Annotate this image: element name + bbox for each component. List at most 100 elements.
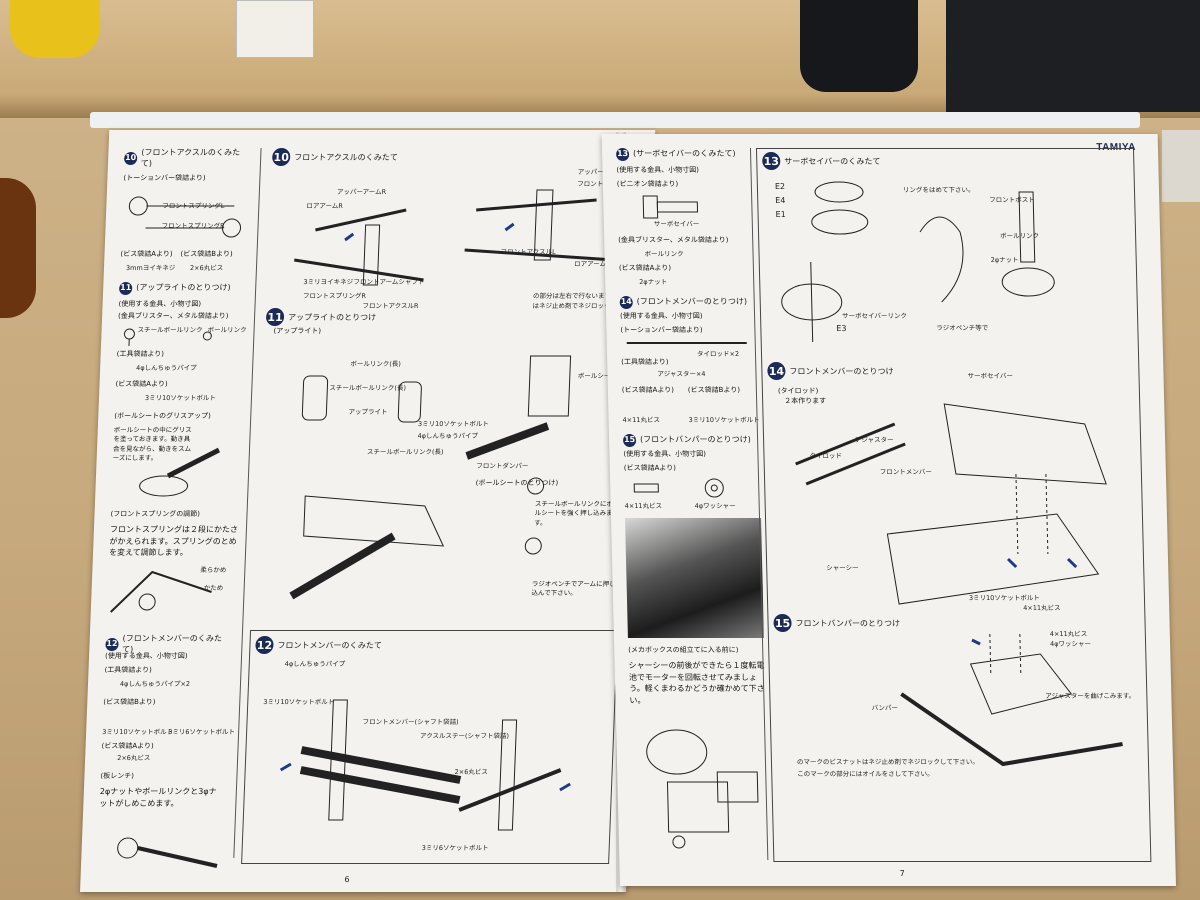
ball-link-parts-drawing: [123, 328, 212, 346]
step-number: 12: [105, 638, 119, 652]
upright-diagram: [289, 355, 572, 600]
diagram-note: の部分は左右で行ないます。: [532, 292, 617, 300]
step-10-sidebar: 10 (フロントアクスルのくみたて): [123, 148, 251, 170]
step-number: 11: [265, 308, 285, 326]
part-label: アジャスター×4: [657, 370, 706, 378]
front-axle-diagram: [293, 189, 615, 286]
amber-bottle: [0, 178, 36, 318]
wrench-title: (板レンチ): [100, 772, 135, 780]
diagram-label: シャーシー: [826, 564, 859, 572]
sub-heading: (ボールシートのとりつけ): [475, 479, 559, 487]
step-15-heading: 15 フロントバンパーのとりつけ: [773, 614, 900, 632]
part-label: かため: [203, 584, 224, 592]
diagram-label: 3ミリ10ソケットボルト: [263, 698, 335, 706]
parts-source: (ビス袋詰Aより): [623, 464, 677, 472]
manual-page-right: TAMIYA 13 (サーボセイバーのくみたて) (使用する金具、小物寸図) (…: [601, 134, 1176, 886]
left-sidebar: 10 (フロントアクスルのくみたて) (トーションバー袋詰より) フロントスプリ…: [93, 142, 251, 868]
step-number: 14: [767, 362, 786, 380]
spring-adjust-title: (フロントスプリングの調節): [110, 510, 201, 518]
parts-source: (ビス袋詰Bより): [180, 250, 233, 258]
bumper-parts-drawing: [633, 478, 724, 498]
part-label: 4φしんちゅうパイプ×2: [119, 680, 191, 688]
diagram-label: アジャスターを曲げこみます。: [1045, 692, 1136, 700]
diagram-label: フロントボスト: [989, 196, 1035, 204]
spring-adjust-text: フロントスプリングは２段にかたさがかえられます。スプリングのとめを変えて調節しま…: [108, 525, 239, 558]
step-15-sidebar: 15 (フロントバンパーのとりつけ): [622, 434, 751, 447]
parts-source: (金具ブリスター、メタル袋詰より): [618, 236, 729, 244]
wrench-text: 2φナットやボールリンクと3φナットがしめこめます。: [99, 787, 217, 808]
step-11-sidebar: 11 (アップライトのとりつけ): [118, 282, 231, 295]
tie-rod-part-drawing: [626, 342, 747, 344]
diagram-label: フロントアームシャフト: [353, 278, 425, 286]
step-number: 15: [773, 614, 792, 632]
parts-source: (ビス袋詰Bより): [103, 698, 156, 706]
side-object: [1162, 130, 1200, 202]
part-label: 3mmヨイキネジ: [125, 264, 176, 272]
diagram-label: バンパー: [871, 704, 899, 712]
part-label: サーボセイバー: [653, 220, 700, 228]
diagram-label: アップライト: [348, 408, 388, 416]
motor-check-drawing: [646, 729, 759, 849]
step-number: 10: [271, 148, 291, 166]
step-number: 11: [118, 282, 133, 295]
parts-source: (工具袋詰より): [621, 358, 669, 366]
step-heading: フロントバンパーのとりつけ: [795, 618, 901, 628]
part-label: ボールリンク: [207, 326, 247, 334]
diagram-note: ラジオペンチでアームに押し込んで下さい。: [531, 580, 616, 598]
parts-source: (工具袋詰より): [104, 666, 153, 674]
parts-source: (ビス袋詰Aより): [621, 386, 675, 394]
step-14-heading: 14 フロントメンバーのとりつけ: [767, 362, 894, 380]
diagram-label: サーボセイバー: [967, 372, 1014, 380]
part-label: 4×11丸ビス: [624, 502, 663, 510]
part-label: 3ミリ6ソケットボルト: [167, 728, 236, 736]
diagram-label: フロントメンバー: [879, 468, 932, 476]
parts-source: (工具袋詰より): [116, 350, 165, 358]
servo-saver-part-drawing: [642, 195, 699, 219]
step-11-heading: 11 アップライトのとりつけ: [265, 308, 377, 326]
grease-title: (ボールシートのグリスアップ): [114, 412, 211, 420]
spring-parts-drawing: [128, 196, 242, 238]
page-number: 7: [899, 869, 905, 878]
diagram-label: 3ミリ6ソケットボルト: [421, 844, 489, 852]
part-label: 2×6丸ビス: [116, 754, 151, 762]
diagram-label: ボールリンク: [1000, 232, 1040, 240]
black-stand: [800, 0, 918, 92]
parts-source: (ビス袋詰Aより): [115, 380, 168, 388]
parts-source: (使用する金具、小物寸図): [616, 166, 700, 174]
diagram-label: 4φしんちゅうパイプ: [417, 432, 479, 440]
parts-source: (使用する金具、小物寸図): [104, 652, 188, 660]
step-title: (フロントメンバーのとりつけ): [636, 297, 748, 307]
diagram-label: サーボセイバーリンク: [841, 312, 908, 320]
spring-adjust-drawing: [110, 570, 212, 613]
part-label: フロントスプリングL: [162, 202, 225, 210]
diagram-label: アッパーアームR: [336, 188, 387, 196]
diagram-label: 4×11丸ビス: [1023, 604, 1061, 612]
legend-lock-note: のマークのビスナットはネジ止め剤でネジロックして下さい。: [796, 758, 979, 766]
parts-source: (トーションバー袋詰より): [123, 174, 206, 182]
diagram-label: ロアアームR: [306, 202, 343, 210]
step-number: 10: [123, 152, 138, 166]
parts-source: (使用する金具、小物寸図): [623, 450, 707, 458]
part-label: 3ミリ10ソケットボルト: [101, 728, 174, 736]
mecha-note-text: シャーシーの前後ができたら１度転電池でモーターを回転させてみましょう。軽くまわる…: [628, 661, 765, 705]
right-sidebar: 13 (サーボセイバーのくみたて) (使用する金具、小物寸図) (ピニオン袋詰よ…: [612, 146, 769, 856]
diagram-label: ボールリンク(長): [350, 360, 402, 368]
part-label: スチールボールリンク: [137, 326, 203, 334]
page-number: 6: [344, 875, 350, 884]
diagram-label: 2×6丸ビス: [454, 768, 488, 776]
parts-source: (ビス袋詰Aより): [618, 264, 672, 272]
parts-source: (ビス袋詰Aより): [101, 742, 154, 750]
diagram-label: フロントメンバー(シャフト袋詰): [362, 718, 459, 726]
diagram-label: 2φナット: [990, 256, 1019, 264]
part-label: 4×11丸ビス: [622, 416, 661, 424]
step-13-sidebar: 13 (サーボセイバーのくみたて): [615, 148, 736, 161]
step-number: 15: [622, 434, 637, 447]
diagram-label: 4φワッシャー: [1049, 640, 1092, 648]
diagram-label: 3ミリ10ソケットボルト: [968, 594, 1040, 602]
diagram-note: リングをはめて下さい。: [902, 186, 975, 194]
diagram-label: E2: [774, 182, 786, 191]
step-title: (アップライトのとりつけ): [136, 283, 231, 293]
diagram-label: アクスルステー(シャフト袋詰): [419, 732, 510, 740]
step-heading: フロントアクスルのくみたて: [294, 152, 399, 162]
step-heading: サーボセイバーのくみたて: [784, 156, 881, 166]
